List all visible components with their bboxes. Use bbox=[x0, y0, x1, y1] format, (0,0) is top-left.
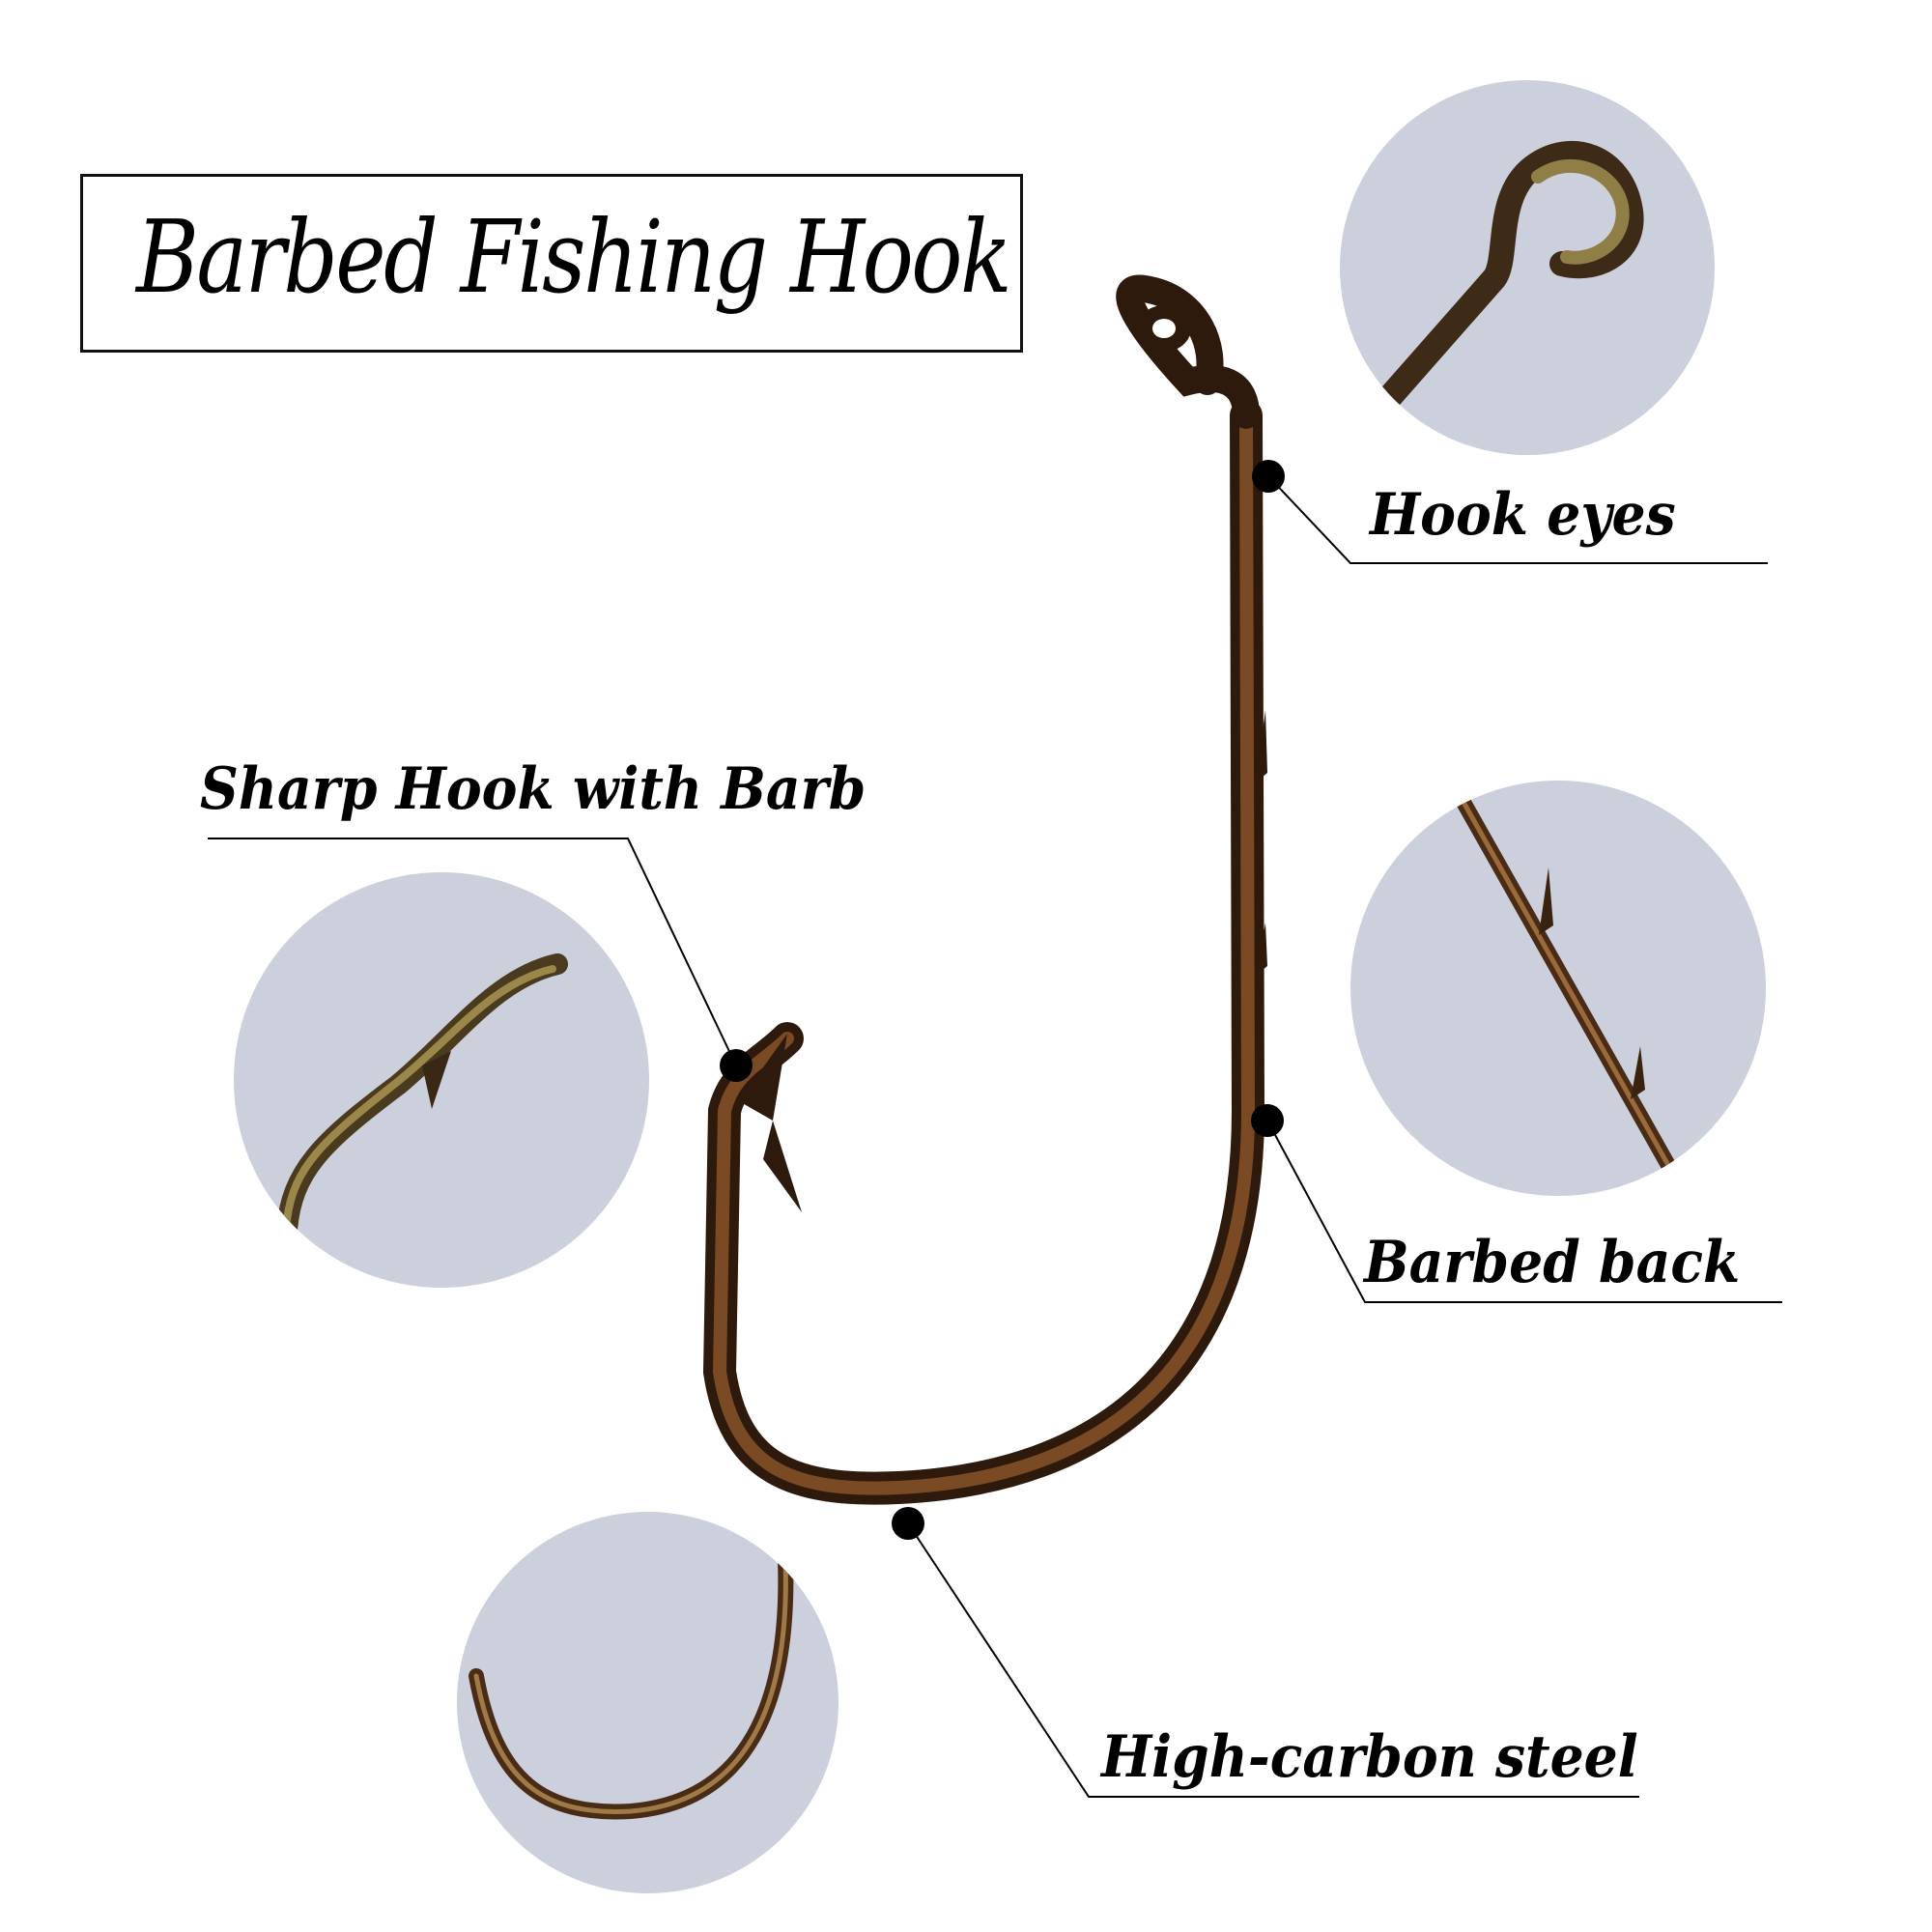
label-sharp-hook-with-barb: Sharp Hook with Barb bbox=[200, 755, 867, 823]
title-box: Barbed Fishing Hook bbox=[80, 174, 1023, 353]
fishing-hook-icon bbox=[702, 274, 1267, 1505]
hook-bend-detail-circle bbox=[457, 1512, 838, 1893]
hook-eye-closeup-icon bbox=[1376, 140, 1644, 412]
hook-eyes-leader-line bbox=[1267, 475, 1768, 564]
hook-bend-closeup-icon bbox=[469, 1552, 794, 1820]
label-barbed-back: Barbed back bbox=[1364, 1229, 1741, 1296]
barbed-back-leader-line bbox=[1266, 1120, 1782, 1303]
page-title: Barbed Fishing Hook bbox=[136, 198, 1012, 316]
label-hook-eyes: Hook eyes bbox=[1370, 481, 1676, 549]
hook-point-detail-circle bbox=[234, 872, 649, 1288]
hook-eye-detail-circle bbox=[1340, 80, 1715, 455]
sharp-hook-leader-line bbox=[208, 838, 737, 1066]
label-high-carbon-steel: High-carbon steel bbox=[1101, 1723, 1638, 1791]
barbed-shank-closeup-icon bbox=[1449, 782, 1677, 1175]
hook-point-barb-closeup-icon bbox=[276, 953, 568, 1240]
high-carbon-leader-line bbox=[907, 1522, 1639, 1798]
barbed-back-detail-circle bbox=[1350, 781, 1766, 1196]
